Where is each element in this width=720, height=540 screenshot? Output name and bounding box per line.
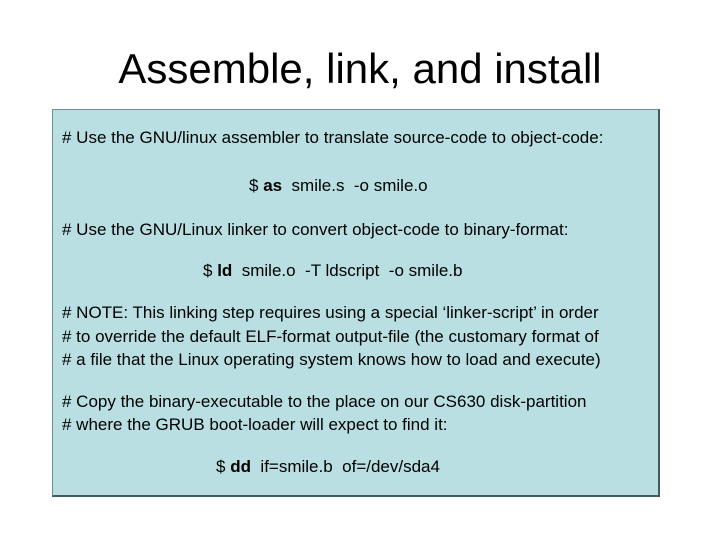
comment-assemble: # Use the GNU/linux assembler to transla… xyxy=(62,128,604,147)
command-keyword-ld: ld xyxy=(217,261,233,280)
command-args: if=smile.b of=/dev/sda4 xyxy=(250,457,440,476)
command-copy: $ dd if=smile.b of=/dev/sda4 xyxy=(216,456,440,478)
command-prompt: $ xyxy=(203,261,218,280)
command-link: $ ld smile.o -T ldscript -o smile.b xyxy=(203,260,462,282)
comment-link: # Use the GNU/Linux linker to convert ob… xyxy=(62,220,569,239)
command-keyword-dd: dd xyxy=(230,457,251,476)
instructions-panel: # Use the GNU/linux assembler to transla… xyxy=(52,109,660,497)
command-keyword-as: as xyxy=(263,176,283,195)
copy-comment-line: # where the GRUB boot-loader will expect… xyxy=(62,415,448,434)
command-args: smile.o -T ldscript -o smile.b xyxy=(232,261,463,280)
command-args: smile.s -o smile.o xyxy=(282,176,428,195)
command-prompt: $ xyxy=(249,176,264,195)
note-line: # to override the default ELF-format out… xyxy=(62,327,599,346)
note-line: # a file that the Linux operating system… xyxy=(62,350,601,369)
command-assemble: $ as smile.s -o smile.o xyxy=(249,175,428,197)
slide-title: Assemble, link, and install xyxy=(118,45,602,92)
note-line: # NOTE: This linking step requires using… xyxy=(62,303,599,322)
copy-comment-line: # Copy the binary-executable to the plac… xyxy=(62,392,587,411)
command-prompt: $ xyxy=(216,457,231,476)
